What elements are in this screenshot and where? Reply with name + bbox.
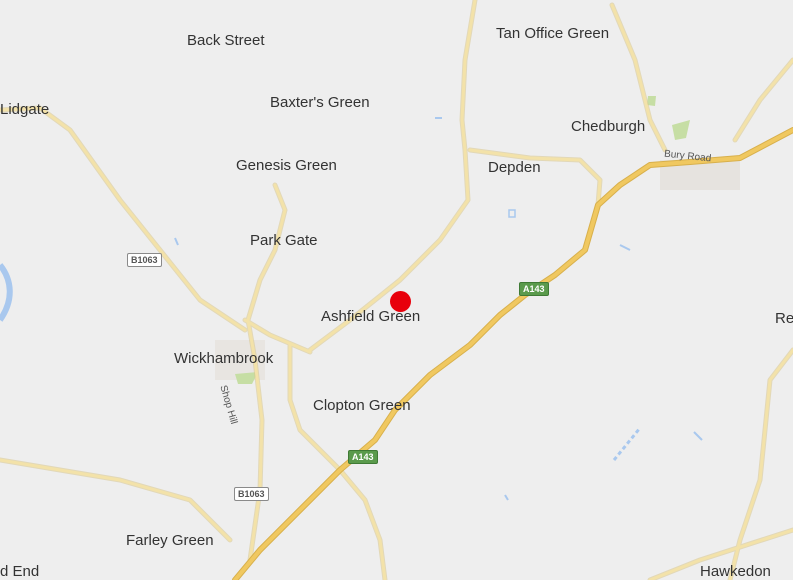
place-label-depden: Depden — [488, 159, 541, 176]
minor-road — [0, 106, 247, 332]
minor-road — [468, 148, 602, 207]
road-shield-a143: A143 — [519, 282, 549, 296]
major-road-a143 — [233, 128, 793, 580]
place-label-re-partial: Re — [775, 310, 793, 327]
water-feature — [508, 209, 516, 218]
minor-road — [0, 458, 232, 542]
water-feature — [0, 263, 13, 322]
place-label-back-street: Back Street — [187, 32, 265, 49]
minor-road — [308, 0, 477, 352]
place-label-chedburgh: Chedburgh — [571, 118, 646, 135]
minor-road — [246, 318, 264, 562]
minor-road — [733, 58, 793, 142]
water-feature — [693, 431, 703, 441]
park-area — [672, 120, 690, 140]
place-label-tan-office-green: Tan Office Green — [496, 25, 610, 42]
place-label-ashfield-green: Ashfield Green — [321, 308, 421, 325]
minor-road — [610, 3, 667, 152]
water-feature — [619, 244, 631, 251]
location-dot-icon[interactable] — [390, 291, 411, 312]
place-label-lidgate: Lidgate — [0, 101, 50, 118]
place-label-wickhambrook: Wickhambrook — [174, 350, 274, 367]
minor-road — [243, 318, 312, 354]
water-feature — [504, 494, 509, 501]
minor-road — [648, 528, 793, 580]
road-shield-a143: A143 — [348, 450, 378, 464]
place-label-baxters-green: Baxter's Green — [270, 94, 370, 111]
road-shield-b1063: B1063 — [127, 253, 162, 267]
road-shield-b1063: B1063 — [234, 487, 269, 501]
park-area — [235, 372, 258, 384]
minor-road — [246, 183, 287, 322]
place-label-park-gate: Park Gate — [250, 232, 318, 249]
place-label-farley-green: Farley Green — [126, 532, 214, 549]
park-area — [647, 96, 656, 106]
place-label-genesis-green: Genesis Green — [236, 157, 337, 174]
place-label-clopton-green: Clopton Green — [313, 397, 411, 414]
place-label-hawkedon: Hawkedon — [700, 563, 771, 580]
water-feature — [174, 237, 179, 246]
place-label-d-end-partial: d End — [0, 563, 40, 580]
